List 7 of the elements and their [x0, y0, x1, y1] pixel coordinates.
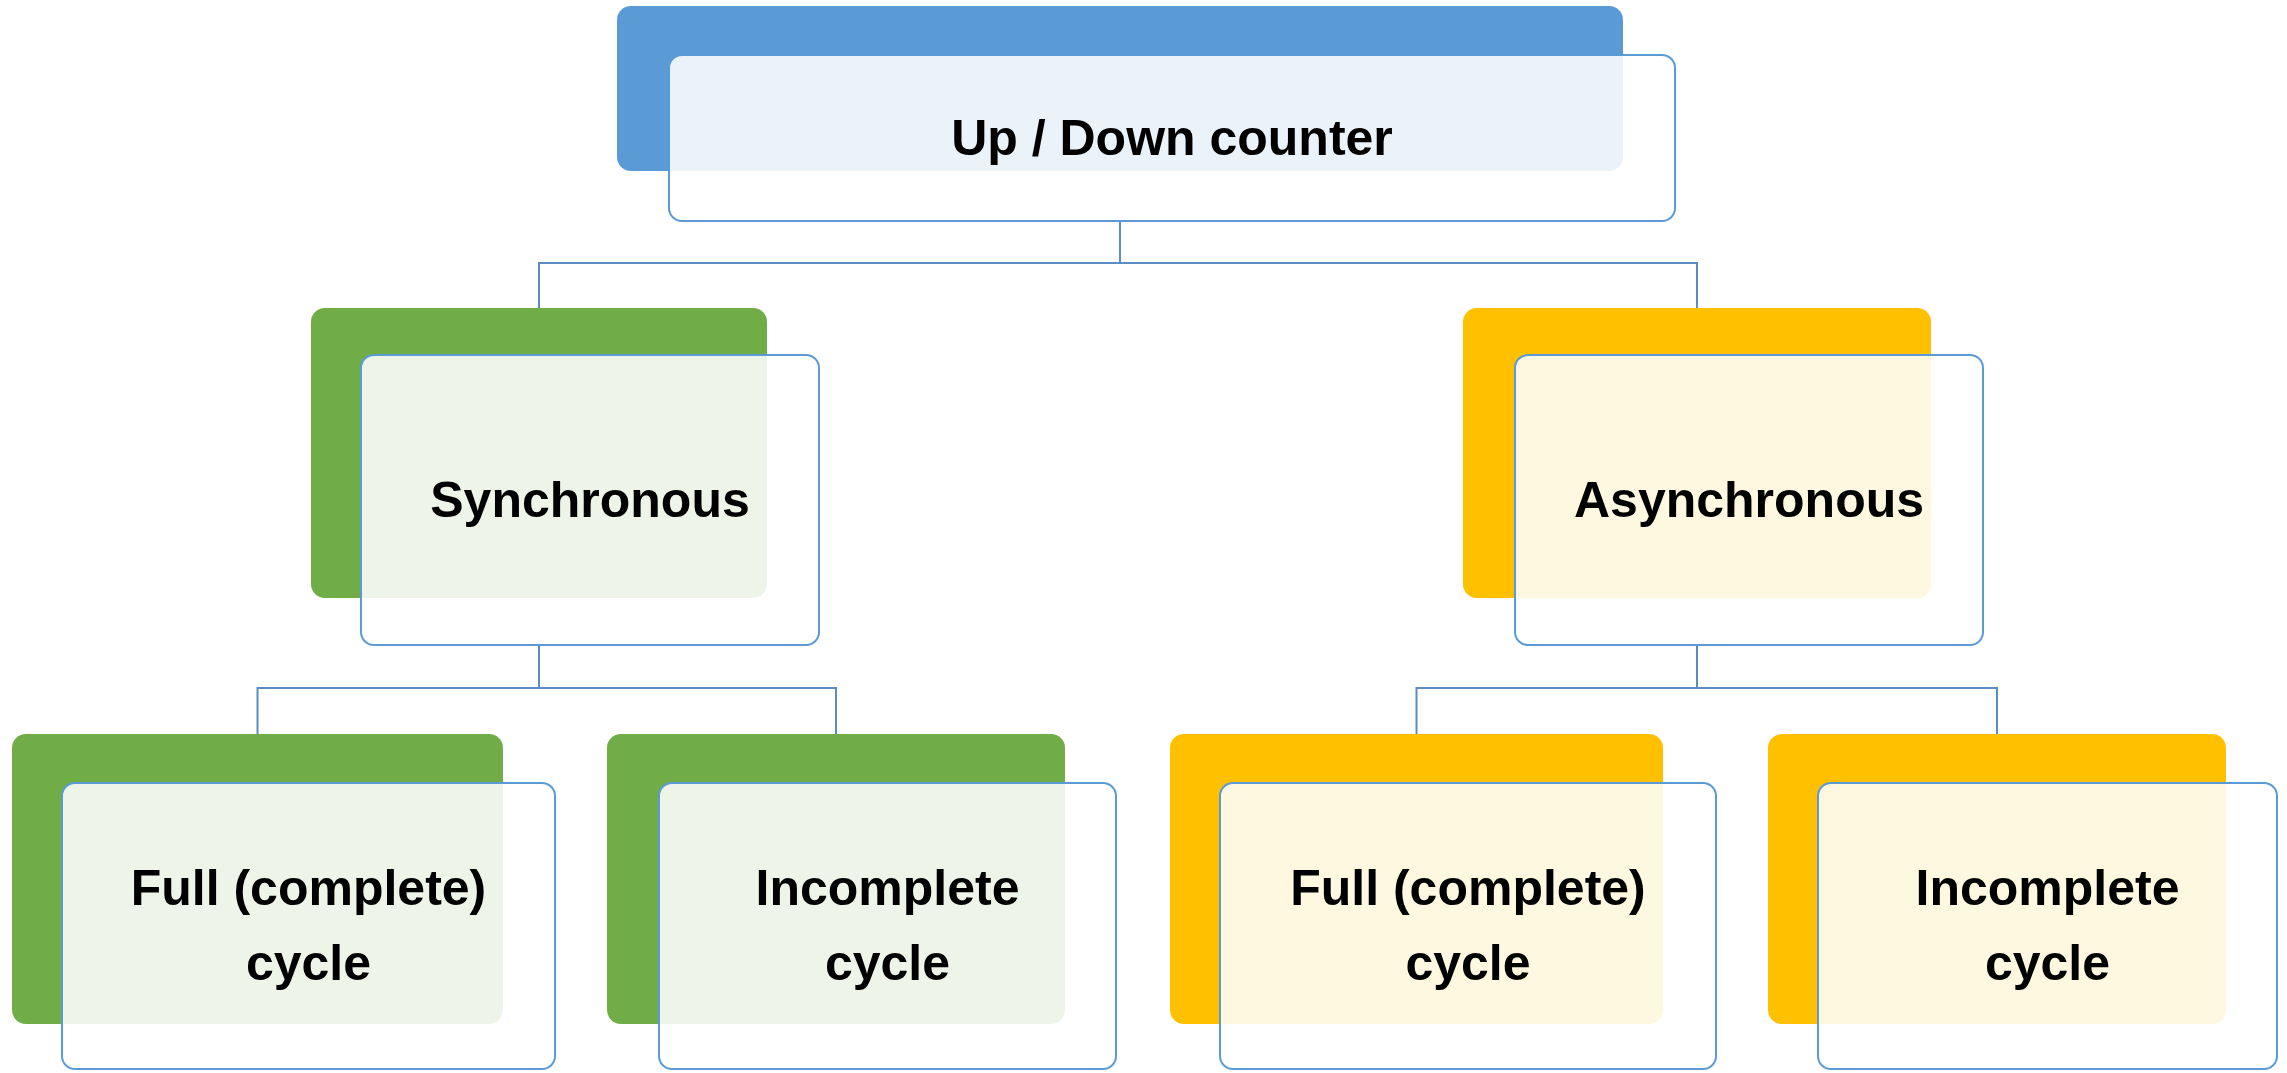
node-label: Synchronous [430, 470, 750, 530]
node-label: Asynchronous [1573, 470, 1925, 530]
node-label: Full (complete) cycle [1289, 859, 1647, 993]
node-label: Incomplete cycle [1914, 859, 2181, 993]
node-label: Up / Down counter [951, 108, 1393, 168]
node-label: Full (complete) cycle [129, 859, 488, 993]
node-label: Incomplete cycle [754, 859, 1021, 993]
